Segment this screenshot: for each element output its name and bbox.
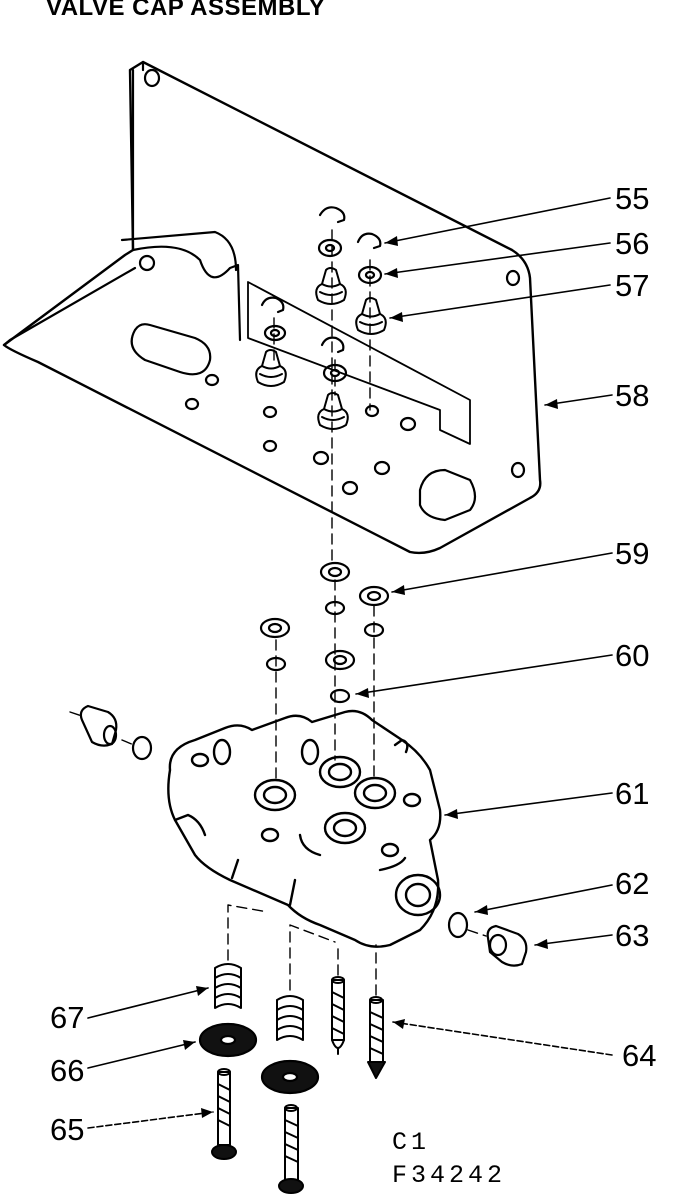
callout-57: 57 — [615, 268, 650, 303]
drawing-code-line1: C1 — [392, 1128, 431, 1157]
callout-66: 66 — [50, 1053, 85, 1088]
clip-rings — [260, 206, 382, 354]
callout-64: 64 — [622, 1038, 657, 1073]
callout-63: 63 — [615, 918, 650, 953]
callout-61: 61 — [615, 776, 650, 811]
callout-56: 56 — [615, 226, 650, 261]
poppet-valves — [255, 267, 387, 430]
side-plug-left — [79, 704, 153, 761]
alignment-lines — [69, 229, 487, 996]
arrowheads — [183, 236, 558, 1118]
screws — [211, 976, 386, 1194]
rubber-disks — [198, 1022, 320, 1095]
callout-65: 65 — [50, 1112, 85, 1147]
side-plug-right — [447, 911, 528, 967]
mounting-bracket — [2, 60, 542, 555]
seal-washers — [259, 561, 390, 671]
springs — [214, 963, 304, 1041]
callout-59: 59 — [615, 536, 650, 571]
diagram-title: VALVE CAP ASSEMBLY — [46, 0, 326, 21]
drawing-code-line2: F34242 — [392, 1161, 507, 1190]
callout-55: 55 — [615, 181, 650, 216]
o-rings — [265, 600, 385, 704]
callout-58: 58 — [615, 378, 650, 413]
callout-67: 67 — [50, 1000, 85, 1035]
callout-60: 60 — [615, 638, 650, 673]
callout-62: 62 — [615, 866, 650, 901]
valve-cap-body — [167, 709, 442, 948]
leader-lines — [87, 197, 613, 1129]
